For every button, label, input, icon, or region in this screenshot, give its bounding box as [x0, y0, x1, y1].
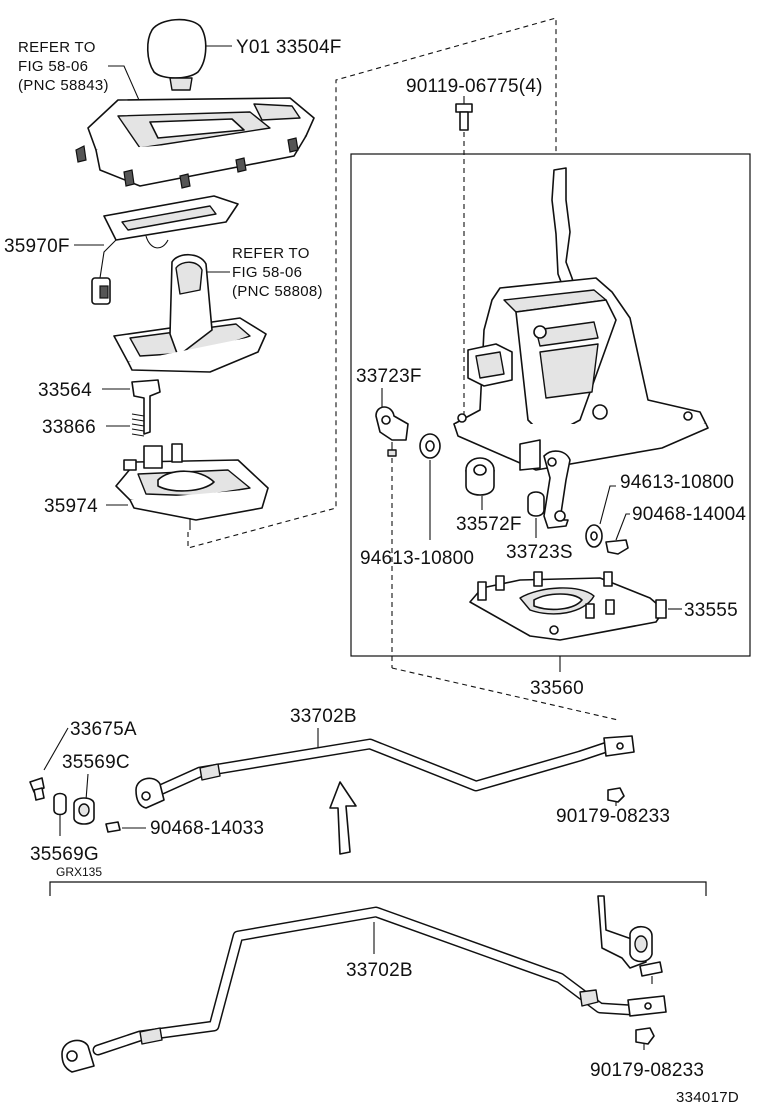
- p90468-bottom-label: 90468-14033: [150, 818, 264, 839]
- shift-lever-box: [350, 153, 751, 657]
- p35569C-label: 35569C: [62, 752, 130, 773]
- console-bezel: [75, 97, 315, 189]
- assembly-dashed-link: [187, 17, 557, 549]
- p94613-left-label: 94613-10800: [360, 548, 474, 569]
- cable-bush-g: [53, 792, 67, 816]
- p33702B-top-label: 33702B: [290, 706, 357, 727]
- p33564-label: 33564: [38, 380, 92, 401]
- cable-dash-link: [391, 667, 619, 721]
- grx-label: GRX135: [56, 865, 102, 879]
- bolt: [455, 103, 473, 131]
- pin: [29, 777, 45, 801]
- shift-boot: [113, 253, 267, 373]
- indicator-harness: [91, 195, 239, 305]
- refer-top-line1: REFER TO: [18, 39, 96, 56]
- figure-code: 334017D: [676, 1089, 739, 1106]
- retainer-clip: [375, 406, 409, 457]
- shift-cable-top: [135, 735, 635, 809]
- bushing: [465, 457, 495, 496]
- p90179-bottom-label: 90179-08233: [590, 1060, 704, 1081]
- bolt-label: 90119-06775(4): [406, 76, 543, 97]
- refer-top-line2: FIG 58-06: [18, 58, 88, 75]
- p90468-right-label: 90468-14004: [632, 504, 746, 525]
- p33675A-label: 33675A: [70, 719, 137, 740]
- refer-mid-line1: REFER TO: [232, 245, 310, 262]
- p35974-label: 35974: [44, 496, 98, 517]
- nut-bottom: [635, 1027, 655, 1045]
- washer-left: [419, 433, 441, 459]
- shift-cable-bottom: [61, 906, 667, 1073]
- refer-mid-line2: FIG 58-06: [232, 264, 302, 281]
- p33702B-bottom-label: 33702B: [346, 960, 413, 981]
- refer-mid-line3: (PNC 58808): [232, 283, 323, 300]
- p94613-right-label: 94613-10800: [620, 472, 734, 493]
- clip-pin: [605, 539, 629, 555]
- indicator-housing: [115, 443, 269, 530]
- p35569G-label: 35569G: [30, 844, 99, 865]
- p35970F-label: 35970F: [4, 236, 70, 257]
- cable-bush-c: [73, 797, 95, 825]
- washer-right: [585, 524, 603, 548]
- shift-knob: [146, 18, 207, 91]
- p33572F-label: 33572F: [456, 514, 522, 535]
- p90179-top-label: 90179-08233: [556, 806, 670, 827]
- p33866-label: 33866: [42, 417, 96, 438]
- release-button: [131, 379, 161, 435]
- base-plate: [469, 571, 667, 641]
- refer-top-line3: (PNC 58843): [18, 77, 109, 94]
- p33555-label: 33555: [684, 600, 738, 621]
- nut-top: [607, 787, 625, 803]
- shift-lever-assembly: [453, 167, 709, 529]
- clip-small: [105, 821, 121, 833]
- direction-arrow: [329, 781, 357, 855]
- small-bushing: [527, 491, 545, 517]
- p90468-right-leader: [615, 513, 630, 541]
- p33723F-label: 33723F: [356, 366, 422, 387]
- p94613-right-leader: [599, 485, 616, 525]
- p33723S-label: 33723S: [506, 542, 573, 563]
- spring: [131, 413, 145, 437]
- knob-label: Y01 33504F: [236, 37, 342, 58]
- p33560-label: 33560: [530, 678, 584, 699]
- cable-bracket: [597, 895, 663, 984]
- grx-bracket: [49, 881, 707, 896]
